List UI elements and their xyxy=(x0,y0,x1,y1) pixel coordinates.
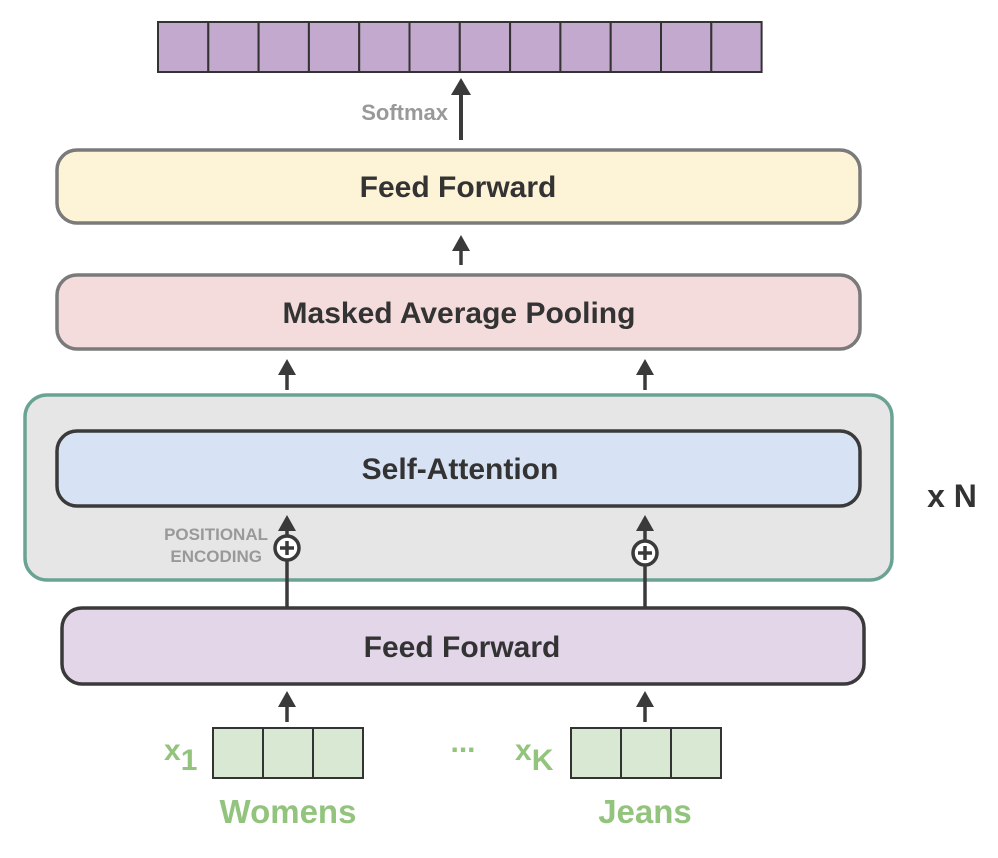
token-var-xk-sub: K xyxy=(532,744,554,777)
token-word-womens: Womens xyxy=(220,793,357,830)
token-var-x1-letter: x xyxy=(164,734,181,767)
masked-average-pooling-box xyxy=(55,273,862,351)
token-ellipsis: ... xyxy=(450,726,475,759)
left-flow-arrowhead xyxy=(278,515,296,531)
arrow-left-to-pool-head xyxy=(278,359,296,375)
output-vector xyxy=(157,21,763,73)
arrow-pool-to-ff-head xyxy=(452,235,470,251)
right-flow-arrowhead xyxy=(636,515,654,531)
output-cell-4 xyxy=(307,21,361,73)
softmax-label: Softmax xyxy=(361,100,449,125)
bottom-feed-forward-box xyxy=(60,606,866,686)
input-arrow-left-head xyxy=(278,691,296,707)
output-cell-7 xyxy=(458,21,512,73)
input-cell-xk-1 xyxy=(570,727,622,779)
bottom-feed-forward-label: Feed Forward xyxy=(364,631,561,664)
input-vector-x1 xyxy=(212,727,364,779)
input-cell-x1-2 xyxy=(262,727,314,779)
top-feed-forward-box xyxy=(55,148,862,225)
token-var-xk-letter: x xyxy=(515,734,532,767)
output-cell-11 xyxy=(660,21,713,73)
output-cell-2 xyxy=(207,21,260,73)
input-arrow-right-head xyxy=(636,691,654,707)
token-word-jeans: Jeans xyxy=(598,793,692,830)
right-plus-icon xyxy=(631,539,659,567)
output-cell-3 xyxy=(257,21,310,73)
input-cell-x1-1 xyxy=(212,727,264,779)
output-cell-12 xyxy=(710,21,763,73)
arrow-right-to-pool-head xyxy=(636,359,654,375)
masked-average-pooling-label: Masked Average Pooling xyxy=(283,297,636,330)
output-cell-5 xyxy=(358,21,411,73)
output-cell-6 xyxy=(408,21,461,73)
input-cell-xk-3 xyxy=(670,727,722,779)
output-cell-9 xyxy=(559,21,612,73)
token-var-x1-sub: 1 xyxy=(181,744,198,777)
input-cell-xk-2 xyxy=(620,727,672,779)
top-feed-forward-label: Feed Forward xyxy=(360,171,557,204)
positional-encoding-label-line2: ENCODING xyxy=(170,547,262,566)
token-var-xk: xK xyxy=(515,734,554,777)
input-cell-x1-3 xyxy=(312,727,364,779)
left-plus-icon xyxy=(273,534,301,562)
repeat-count-label: x N xyxy=(927,478,977,514)
token-var-x1: x1 xyxy=(164,734,197,777)
output-cell-8 xyxy=(509,21,562,73)
positional-encoding-label-line1: POSITIONAL xyxy=(164,525,268,544)
output-cell-1 xyxy=(157,21,210,73)
output-cell-10 xyxy=(609,21,663,73)
self-attention-box xyxy=(55,429,862,508)
input-vector-xk xyxy=(570,727,722,779)
softmax-arrowhead xyxy=(451,78,471,95)
self-attention-label: Self-Attention xyxy=(362,453,559,486)
